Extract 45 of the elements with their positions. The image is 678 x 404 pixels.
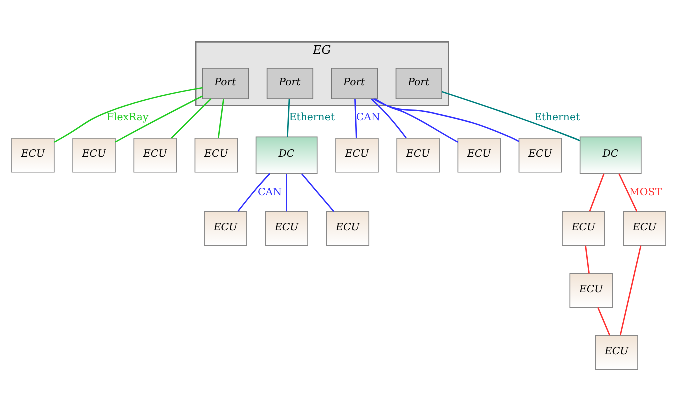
node-box: Port [396, 68, 442, 99]
connector [598, 306, 611, 336]
node-box: ECU [204, 210, 248, 246]
node-box: ECU [623, 210, 666, 246]
edge-label: FlexRay [107, 112, 149, 124]
edge-label: CAN [356, 112, 380, 124]
edge-label: CAN [258, 186, 282, 198]
connector [618, 173, 638, 212]
node-box: Port [331, 68, 378, 99]
node-box: Port [266, 68, 314, 99]
connector [301, 173, 335, 212]
node-box: ECU [396, 138, 440, 172]
node-box: ECU [194, 138, 238, 172]
node-box: ECU [562, 210, 606, 246]
edge-label: Ethernet [289, 112, 335, 124]
connector [287, 98, 290, 137]
node-box: ECU [595, 334, 638, 370]
edge-label: MOST [630, 186, 662, 198]
node-box: ECU [12, 138, 55, 172]
connector [115, 95, 204, 142]
node-box: ECU [570, 272, 613, 308]
connector [442, 90, 581, 142]
edge-label: Ethernet [534, 112, 580, 124]
connector [589, 173, 605, 212]
connector [354, 98, 358, 138]
node-box: ECU [326, 210, 370, 246]
node-box: ECU [265, 210, 308, 246]
node-box: ECU [72, 138, 116, 172]
node-box: ECU [336, 138, 379, 172]
connector [373, 98, 520, 142]
connector [371, 98, 407, 138]
connector [585, 245, 590, 274]
node-box: DC [580, 136, 642, 174]
connector [171, 98, 212, 138]
connector [218, 98, 224, 138]
connector [375, 98, 458, 142]
connector [54, 86, 203, 142]
connector [286, 174, 288, 212]
connector [238, 172, 271, 212]
node-box: Port [202, 68, 250, 99]
node-box: DC [256, 136, 318, 174]
node-box: ECU [518, 138, 562, 172]
node-box: ECU [458, 138, 502, 172]
connector [620, 245, 642, 336]
node-box: ECU [134, 138, 177, 172]
